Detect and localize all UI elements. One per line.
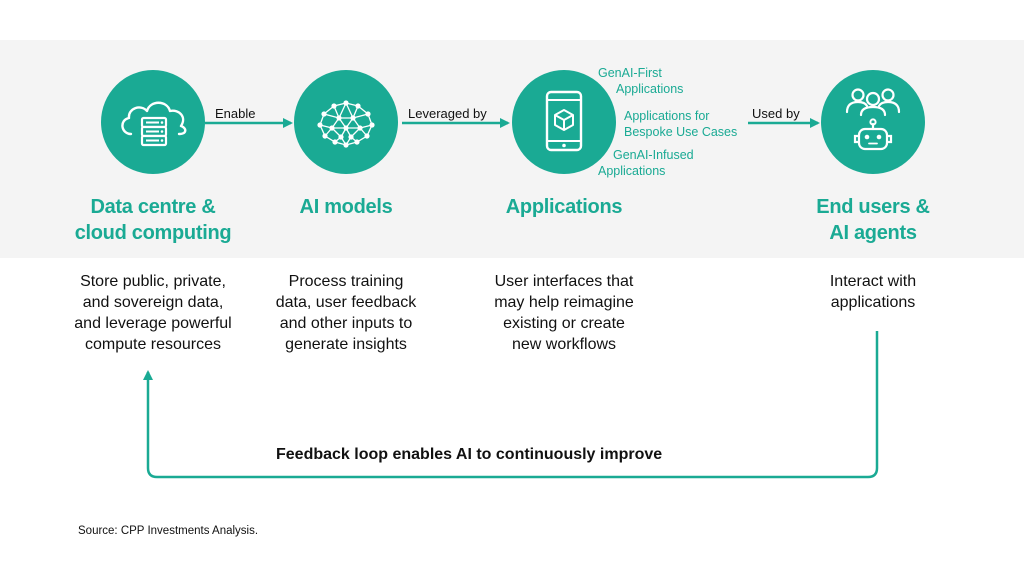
description-line: compute resources (84, 336, 222, 353)
node-title-ai-models: AI models (246, 194, 446, 220)
app-type-line: Applications (598, 164, 666, 178)
description-line: applications (830, 294, 916, 311)
title-line: Data centre & (90, 196, 216, 218)
node-description-data-centre: Store public, private, and sovereign dat… (43, 271, 263, 355)
description-line: and leverage powerful (74, 315, 232, 332)
app-type-line: Bespoke Use Cases (624, 125, 738, 139)
ai-models-node (294, 70, 398, 174)
title-line: End users & (816, 196, 930, 218)
description-line: data, user feedback (275, 294, 417, 311)
description-line: new workflows (511, 336, 617, 353)
app-type-line: GenAI-Infused (613, 148, 694, 162)
app-type-line: Applications (616, 82, 684, 96)
node-description-end-users: Interact with applications (773, 271, 973, 313)
end-users-node (821, 70, 925, 174)
description-line: and other inputs to (279, 315, 413, 332)
edge-label-enable: Enable (215, 106, 256, 121)
title-line: AI models (299, 196, 393, 218)
applications-node (512, 70, 616, 174)
edge-label-leveraged-by: Leveraged by (408, 106, 487, 121)
app-type-line: GenAI-First (598, 66, 662, 80)
source-note: Source: CPP Investments Analysis. (78, 525, 259, 537)
edge-label-used-by: Used by (752, 106, 800, 121)
title-line: cloud computing (74, 222, 232, 244)
cloud-server-icon (121, 101, 187, 147)
users-robot-icon (845, 88, 901, 151)
node-title-end-users: End users & AI agents (763, 194, 983, 246)
description-line: and sovereign data, (82, 294, 224, 311)
description-line: Interact with (829, 273, 917, 290)
node-title-data-centre: Data centre & cloud computing (40, 194, 266, 246)
app-type-genai-first: GenAI-First Applications (598, 65, 683, 97)
app-type-bespoke: Applications for Bespoke Use Cases (624, 108, 737, 140)
app-type-line: Applications for (624, 109, 710, 123)
data-centre-node (101, 70, 205, 174)
smartphone-cube-icon (545, 90, 583, 152)
feedback-loop-arrow (143, 331, 879, 479)
title-line: AI agents (829, 222, 917, 244)
node-description-ai-models: Process training data, user feedback and… (246, 271, 446, 355)
description-line: User interfaces that (494, 273, 634, 290)
description-line: Store public, private, (80, 273, 226, 290)
title-line: Applications (505, 196, 623, 218)
app-type-genai-infused: GenAI-Infused Applications (598, 147, 694, 179)
description-line: Process training (288, 273, 404, 290)
node-description-applications: User interfaces that may help reimagine … (464, 271, 664, 355)
description-line: generate insights (285, 336, 407, 353)
node-title-applications: Applications (464, 194, 664, 220)
feedback-loop-label: Feedback loop enables AI to continuously… (276, 446, 663, 463)
neural-network-icon (317, 100, 375, 148)
description-line: may help reimagine (494, 294, 634, 311)
description-line: existing or create (503, 315, 625, 332)
